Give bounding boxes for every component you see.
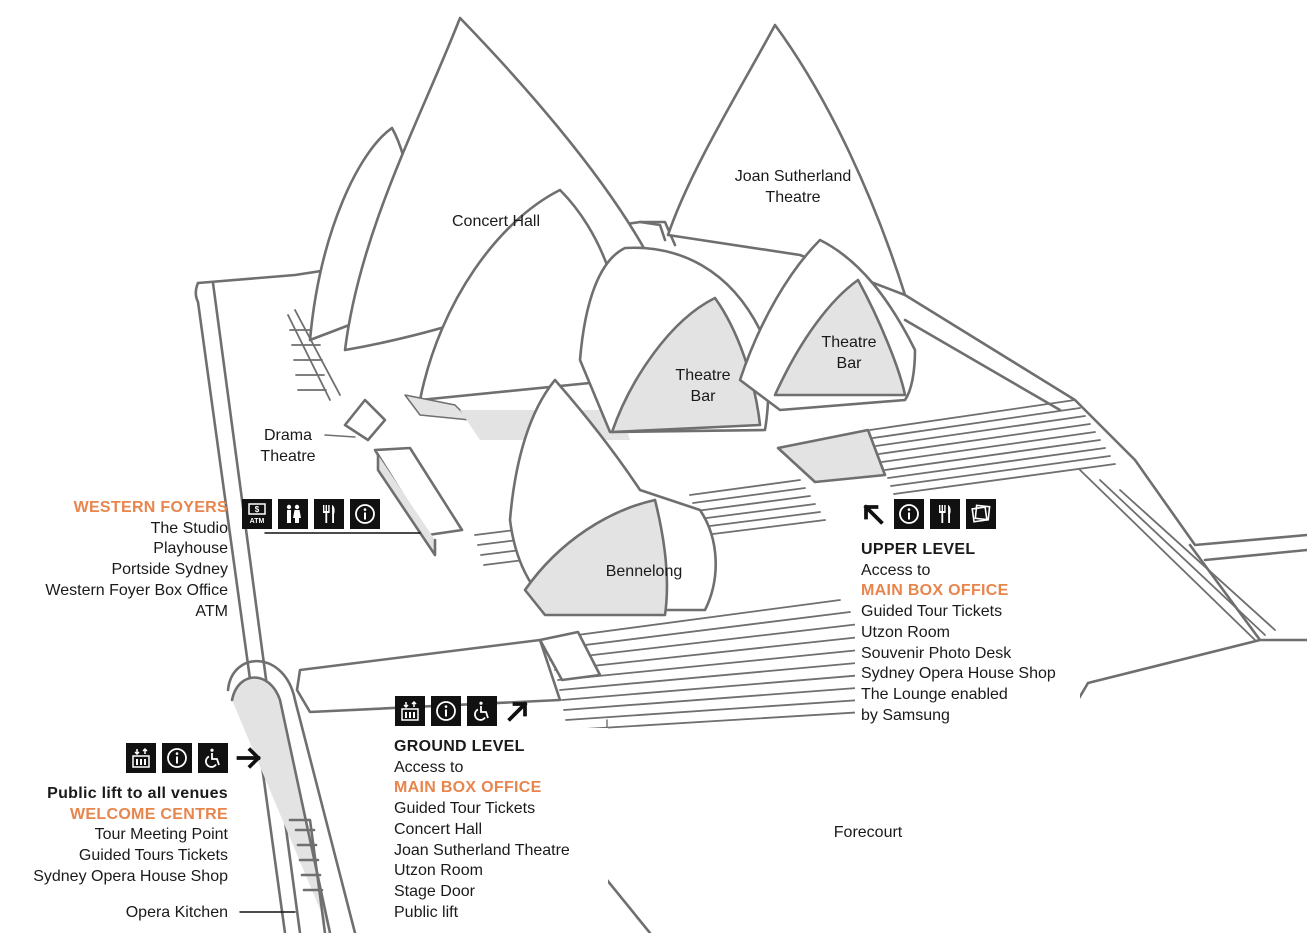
photo-icon [966,499,996,529]
svg-text:$: $ [255,505,260,514]
food-icon [314,499,344,529]
list-item: ATM [195,602,228,620]
list-item: Western Foyer Box Office [45,581,228,599]
list-item: by Samsung [861,706,950,724]
label-joan-sutherland: Joan Sutherland Theatre [712,167,874,208]
welcome-centre-wall [226,659,357,933]
welcome-centre-icons [126,743,264,773]
upper-level-list: UPPER LEVEL Access to MAIN BOX OFFICE Gu… [861,540,1091,726]
list-item: Guided Tour Tickets [861,603,1003,621]
lift-icon [395,696,425,726]
label-line: Theatre [765,188,821,206]
list-item: Tour Meeting Point [94,826,228,844]
label-line: Drama [263,427,312,444]
list-item: Access to [861,561,931,579]
sunken-court [776,428,887,484]
lift-icon [126,743,156,773]
label-line: Theatre [821,334,877,351]
info-icon [431,696,461,726]
ground-level-list: GROUND LEVEL Access to MAIN BOX OFFICE G… [394,737,604,923]
western-stairs [287,309,341,401]
western-foyers-title: WESTERN FOYERS [73,499,228,516]
arrow-right-icon [234,743,264,773]
ground-level-title: GROUND LEVEL [394,738,525,755]
label-concert-hall: Concert Hall [451,213,541,230]
arrow-up-left-icon [858,499,888,529]
list-item: Playhouse [153,540,228,558]
list-item: Utzon Room [394,862,483,880]
label-line: Joan Sutherland [734,168,852,185]
western-foyers-block [264,446,464,557]
label-line: Theatre [260,447,316,465]
list-item: Joan Sutherland Theatre [394,841,570,859]
ground-level-box-office: MAIN BOX OFFICE [394,779,542,797]
ground-level-panel-bg [388,728,608,933]
label-line: Bar [836,354,862,372]
accessible-icon [467,696,497,726]
western-foyers-list: WESTERN FOYERS The Studio Playhouse Port… [20,498,228,622]
label-line: Bar [690,387,716,405]
arrow-up-right-icon [503,696,533,726]
list-item: Sydney Opera House Shop [33,867,228,885]
label-drama-theatre: Drama Theatre [238,426,338,467]
upper-level-title: UPPER LEVEL [861,541,976,558]
upper-level-icons [858,499,996,529]
theatre-bar-left-shell [578,246,770,434]
toilets-icon [278,499,308,529]
list-item: Guided Tour Tickets [394,800,536,818]
list-item: Utzon Room [861,623,950,641]
list-item: The Studio [150,519,228,537]
list-item: Stage Door [394,882,475,900]
info-icon [894,499,924,529]
label-forecourt: Forecourt [833,824,903,841]
accessible-icon [198,743,228,773]
list-item: Access to [394,758,464,776]
ground-entrance [295,630,602,714]
info-icon [162,743,192,773]
list-item: Souvenir Photo Desk [861,644,1012,662]
label-theatre-bar-left: Theatre Bar [657,366,749,407]
joan-sutherland-shells [666,23,917,412]
atm-icon: $ ATM [242,499,272,529]
western-foyers-icons: $ ATM [242,499,380,529]
drama-theatre-marker [324,398,387,442]
upper-level-panel-bg [855,540,1080,740]
upper-level-box-office: MAIN BOX OFFICE [861,582,1009,600]
food-icon [930,499,960,529]
list-item: The Lounge enabled [861,685,1008,703]
list-item: Concert Hall [394,820,483,838]
list-item: Guided Tours Tickets [78,847,228,865]
public-lift-label: Public lift to all venues [47,785,228,802]
bennelong-shell [508,378,717,617]
welcome-centre-title: WELCOME CENTRE [70,805,228,823]
info-icon [350,499,380,529]
label-bennelong: Bennelong [605,563,683,580]
welcome-centre-list: Public lift to all venues WELCOME CENTRE… [8,784,228,888]
list-item: Sydney Opera House Shop [861,665,1056,683]
label-theatre-bar-right: Theatre Bar [803,333,895,374]
list-item: Portside Sydney [111,561,228,579]
podium-outline [194,220,1307,933]
list-item: Public lift [394,903,459,921]
atm-icon-text: ATM [250,518,265,525]
label-line: Theatre [675,367,731,384]
label-opera-kitchen: Opera Kitchen [125,904,228,921]
ground-level-icons [395,696,533,726]
